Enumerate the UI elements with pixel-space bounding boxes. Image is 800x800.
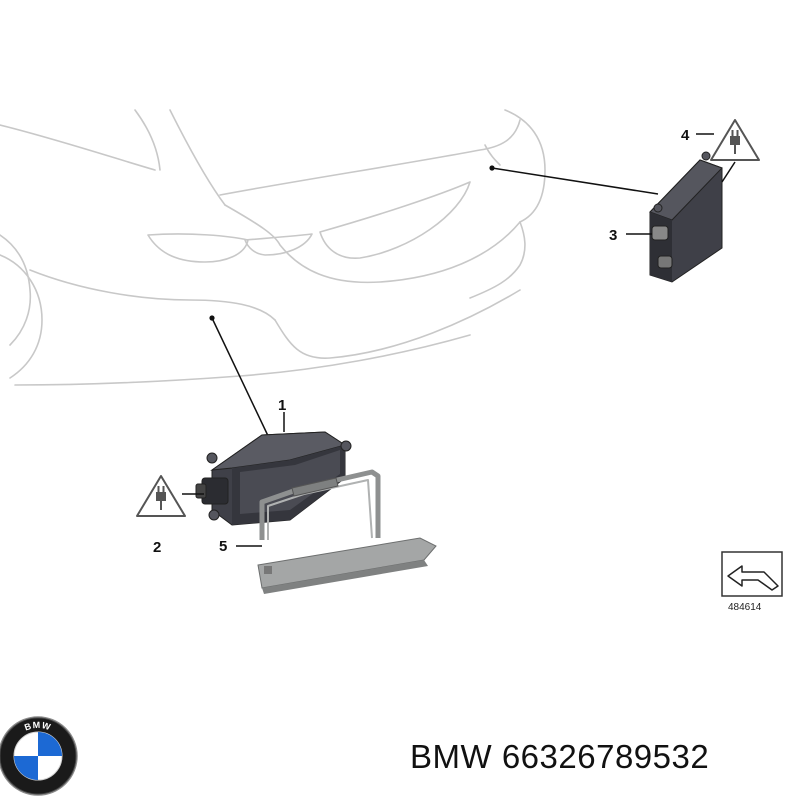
callout-4: 4	[681, 127, 690, 144]
leader-line-warning-4	[721, 161, 736, 183]
control-module-3	[649, 151, 723, 283]
part-caption: BMW 66326789532	[410, 738, 709, 776]
bracket-cover-5	[257, 469, 437, 594]
view-direction-arrow-icon	[721, 551, 783, 597]
callout-5: 5	[219, 538, 227, 555]
brand-name: BMW	[410, 738, 493, 775]
reference-number: 484614	[728, 602, 762, 613]
leader-line-1	[209, 315, 271, 441]
car-outline	[0, 109, 546, 386]
bmw-logo: BMW	[0, 716, 78, 796]
warning-triangle-plug-icon	[710, 119, 760, 161]
callout-3: 3	[609, 227, 617, 244]
warning-triangle-plug-icon	[136, 475, 186, 517]
control-module-1	[195, 431, 352, 526]
callout-1: 1	[278, 397, 286, 414]
callout-2: 2	[153, 539, 161, 556]
leader-line-3	[489, 165, 659, 195]
logo-lettering: BMW	[23, 720, 53, 733]
part-number: 66326789532	[501, 738, 710, 775]
